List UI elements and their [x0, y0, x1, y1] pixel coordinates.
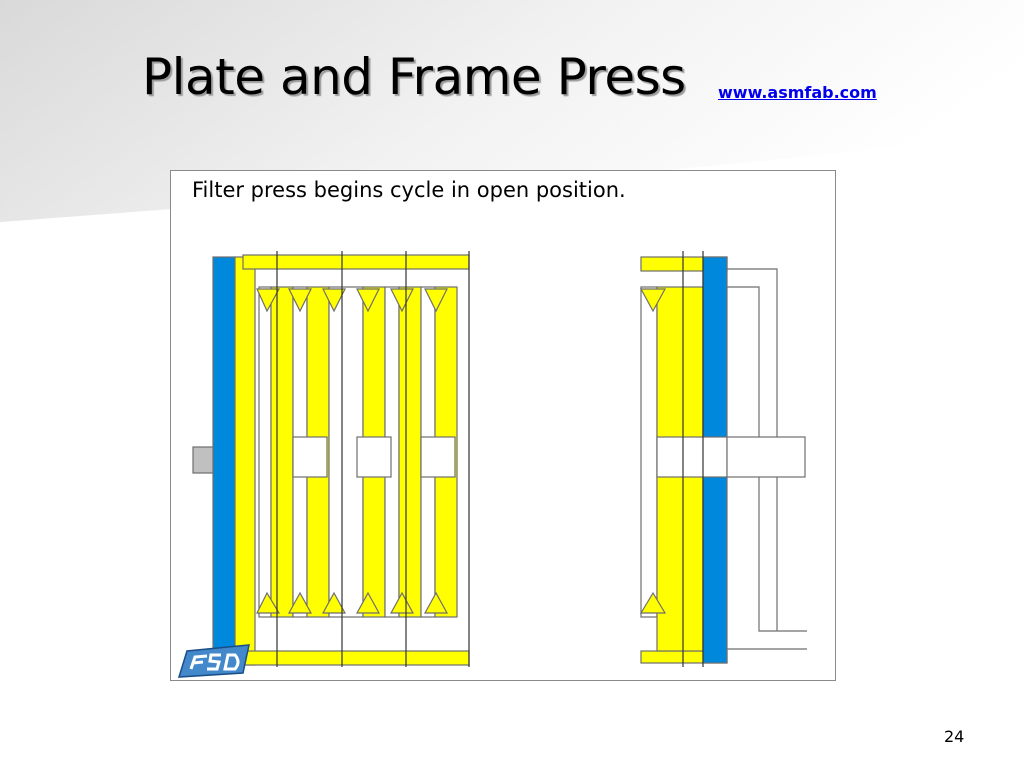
filter-plate	[398, 286, 422, 618]
left-head-yellow	[234, 256, 256, 666]
bottom-port	[321, 591, 347, 614]
bottom-port	[423, 591, 449, 614]
top-port	[288, 288, 312, 313]
top-port	[390, 288, 414, 313]
bottom-port	[389, 591, 415, 614]
source-link[interactable]: www.asmfab.com	[718, 83, 877, 102]
feed-inlet	[192, 446, 214, 474]
top-port	[322, 288, 346, 313]
center-hub	[420, 436, 456, 478]
center-hub	[292, 436, 328, 478]
figure-caption: Filter press begins cycle in open positi…	[192, 178, 626, 202]
filter-press-diagram	[177, 251, 807, 678]
top-port	[424, 288, 448, 313]
filter-press-figure: Filter press begins cycle in open positi…	[170, 170, 836, 681]
fsd-logo	[177, 644, 250, 678]
bottom-port	[355, 591, 381, 614]
follower-plate	[640, 286, 658, 618]
slide-title: Plate and Frame Press	[142, 48, 686, 106]
filter-plate	[270, 286, 294, 618]
filter-plate	[258, 286, 272, 618]
bottom-port	[287, 591, 313, 614]
left-head-plate	[212, 256, 236, 666]
top-port	[356, 288, 380, 313]
bottom-port	[256, 591, 281, 614]
top-port	[256, 288, 281, 313]
center-hub	[356, 436, 392, 478]
page-number: 24	[944, 727, 965, 746]
bottom-port	[639, 591, 667, 614]
center-shaft	[726, 436, 806, 478]
follower-hub	[656, 436, 728, 478]
frame-rail	[727, 268, 778, 631]
top-port	[639, 288, 667, 313]
